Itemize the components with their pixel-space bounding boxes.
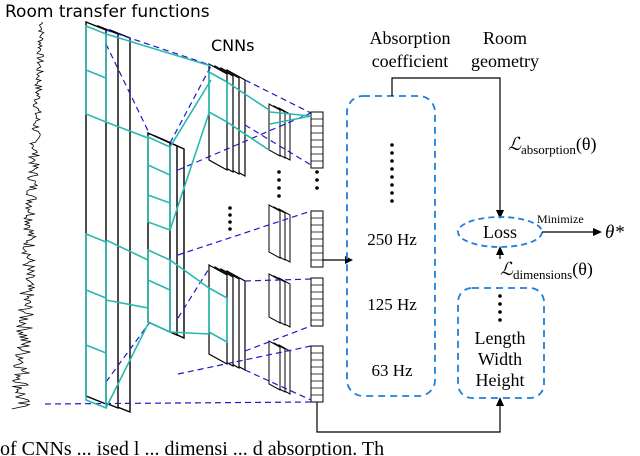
absorption-title-line1: Absorption	[370, 28, 451, 48]
geometry-title-line2: geometry	[471, 51, 539, 71]
absorption-title-line2: coefficient	[372, 51, 449, 71]
rtf-title: Room transfer functions	[5, 2, 210, 22]
loss-label: Loss	[483, 222, 517, 242]
band-250: 250 Hz	[367, 230, 417, 249]
geometry-width: Width	[478, 349, 522, 369]
geometry-height: Height	[476, 370, 525, 390]
absorption-loss-label: ℒabsorption(θ)	[508, 134, 596, 157]
dimensions-loss-label: ℒdimensions(θ)	[500, 259, 593, 282]
second-layer-stack	[147, 131, 185, 340]
arrow-to-geometry	[316, 402, 501, 433]
room-geometry-box	[457, 287, 545, 399]
ellipsis-dots	[228, 143, 502, 322]
band-63: 63 Hz	[371, 361, 413, 380]
caption-fragment: of CNNs ... ised l ... dimensi ... d abs…	[0, 438, 384, 456]
band-125: 125 Hz	[367, 295, 417, 314]
absorption-to-loss-line	[391, 77, 501, 212]
theta-star: θ*	[605, 222, 624, 243]
geometry-length: Length	[475, 328, 526, 348]
output-vectors	[310, 111, 324, 403]
teal-filter-overlays	[85, 24, 312, 410]
cnns-title: CNNs	[211, 36, 254, 55]
fourth-layer-stacks	[268, 103, 291, 395]
geometry-title-line1: Room	[483, 28, 527, 48]
connection-lines	[44, 29, 313, 405]
absorption-coefficient-box	[346, 95, 436, 397]
minimize-label: Minimize	[537, 212, 584, 226]
rtf-waveform	[11, 21, 45, 410]
